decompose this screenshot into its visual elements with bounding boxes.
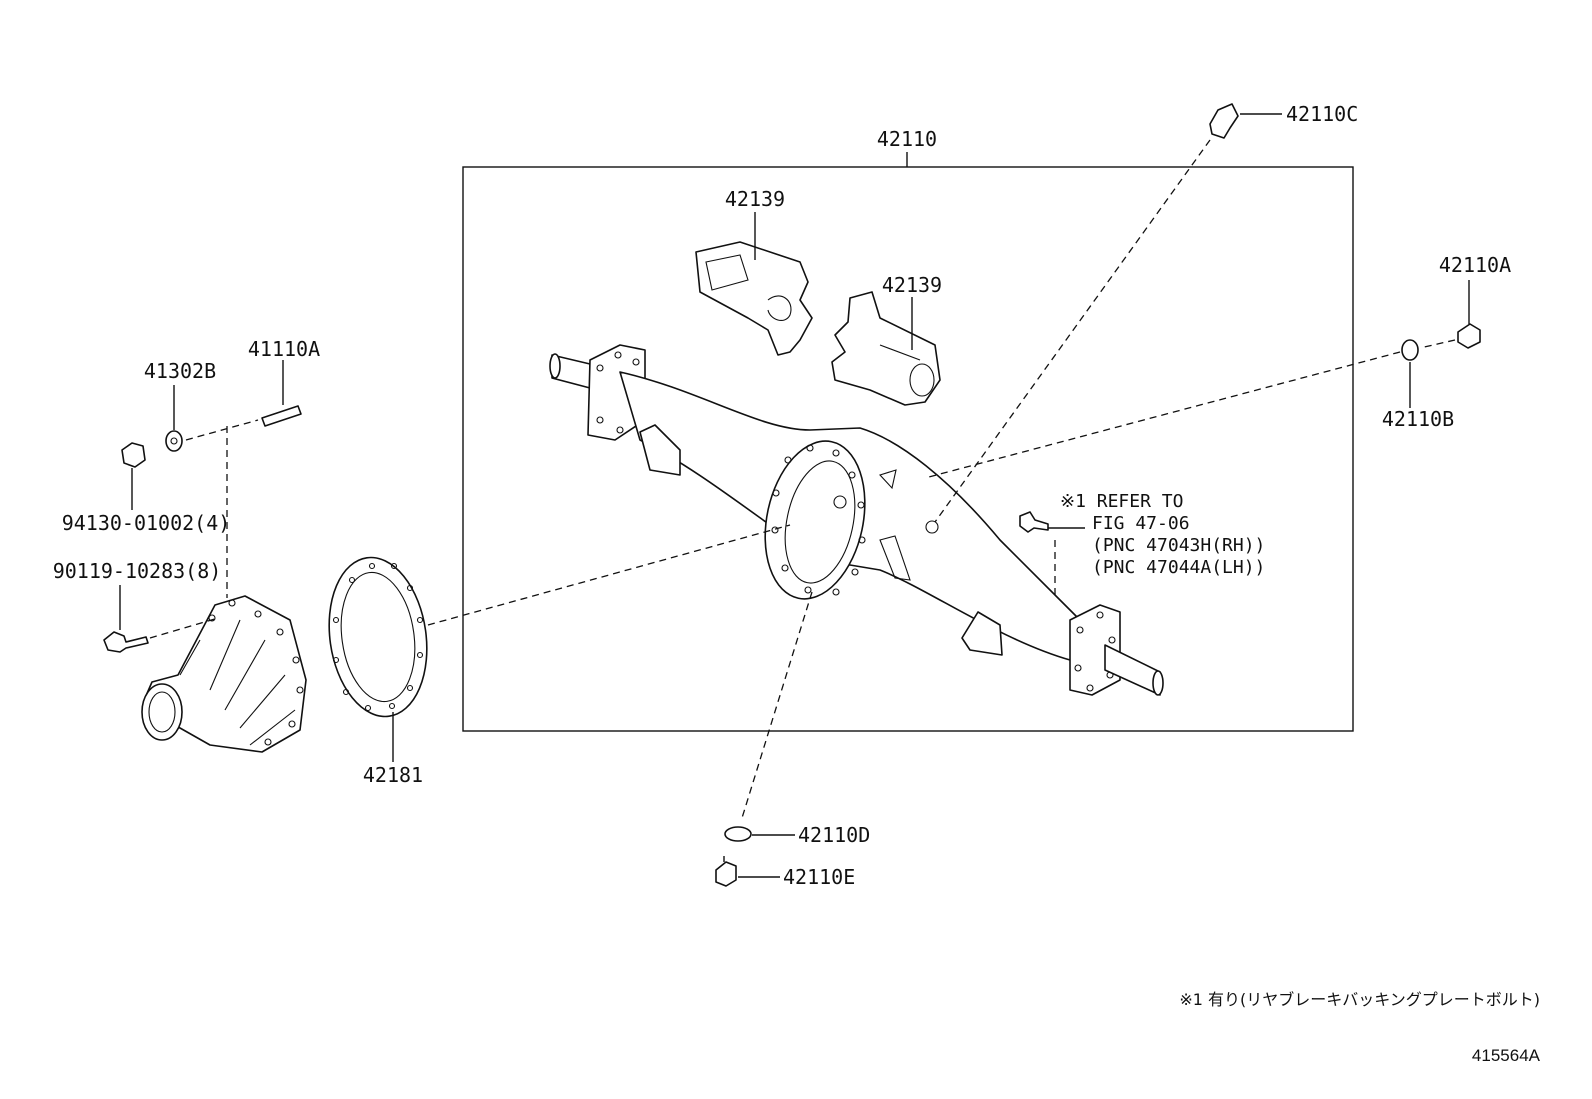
breather-plug-icon[interactable] [1209,103,1239,139]
gasket-d-group: 42110D [724,823,870,847]
drain-plug-icon[interactable] [1457,323,1481,349]
label-carrier-gasket[interactable]: 42181 [363,763,423,787]
washer-41302b-group: 41302B [144,359,216,452]
plug-e-icon[interactable] [715,861,737,887]
label-drain-plug[interactable]: 42110A [1439,253,1511,277]
bolt-90119-group: 90119-10283(8) [53,559,222,653]
refer-note-line3: (PNC 47043H(RH)) [1092,535,1265,556]
label-bracket-a[interactable]: 42139 [725,187,785,211]
drain-plug-group: 42110A [1439,253,1511,349]
nut-icon[interactable] [121,442,146,468]
label-bracket-b[interactable]: 42139 [882,273,942,297]
label-stud[interactable]: 41110A [248,337,320,361]
bracket-42139-b: 42139 [831,273,942,406]
footnote: ※1 有り(リヤブレーキバッキングプレートボルト) [1179,990,1540,1009]
carrier-gasket-icon[interactable] [319,551,436,723]
bracket-a-icon[interactable] [695,241,813,356]
gasket-b-icon[interactable] [1401,339,1419,361]
label-breather-plug[interactable]: 42110C [1286,102,1358,126]
label-gasket-d[interactable]: 42110D [798,823,870,847]
backing-plate-bolt-icon[interactable] [1019,511,1049,533]
nut-94130-group: 94130-01002(4) [62,442,231,535]
refer-note-line4: (PNC 47044A(LH)) [1092,557,1265,578]
bolt-icon[interactable] [103,631,149,653]
label-gasket-b[interactable]: 42110B [1382,407,1454,431]
label-axle-housing[interactable]: 42110 [877,127,937,151]
label-plug-e[interactable]: 42110E [783,865,855,889]
label-bolt[interactable]: 90119-10283(8) [53,559,222,583]
differential-carrier-icon[interactable] [141,595,307,753]
breather-plug-group: 42110C [934,102,1358,523]
plug-e-group: 42110E [715,856,855,889]
label-nut[interactable]: 94130-01002(4) [62,511,231,535]
stud-icon[interactable] [261,405,302,427]
refer-note-line2: FIG 47-06 [1092,513,1190,534]
washer-icon[interactable] [165,430,183,452]
stud-41110a-group: 41110A [248,337,320,427]
refer-note-group: ※1 REFER TO FIG 47-06 (PNC 47043H(RH)) (… [1019,491,1265,600]
bracket-b-icon[interactable] [831,291,941,406]
axle-housing-group: 42110 [462,127,1354,732]
axle-housing-icon[interactable] [549,344,1164,696]
label-washer[interactable]: 41302B [144,359,216,383]
group-frame [462,166,1354,732]
gasket-b-group: 42110B [1382,339,1454,431]
carrier-gasket-group: 42181 [319,551,436,787]
bracket-42139-a: 42139 [695,187,813,356]
gasket-d-icon[interactable] [724,826,752,842]
refer-note-line1: ※1 REFER TO [1060,491,1183,512]
diagram-id: 415564A [1472,1046,1541,1065]
